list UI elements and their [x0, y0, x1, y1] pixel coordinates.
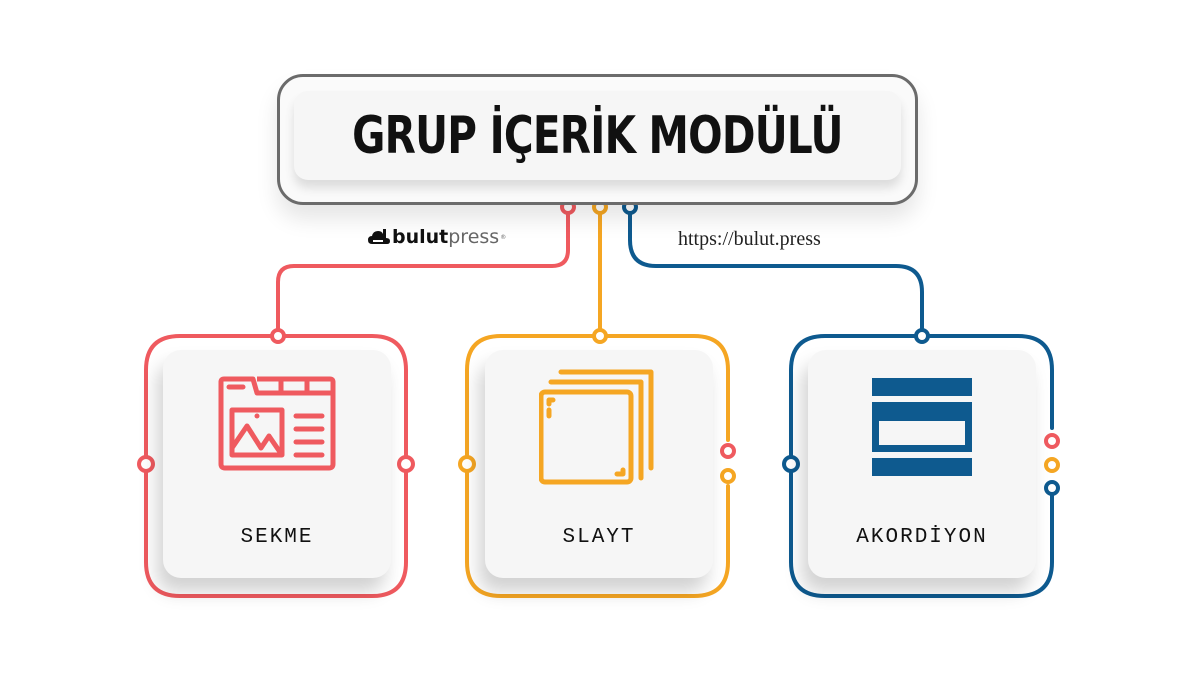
cloud-icon — [368, 229, 390, 244]
module-card-slayt: SLAYT — [485, 350, 713, 578]
stacked-slides-icon — [539, 369, 654, 485]
page-title: GRUP İÇERİK MODÜLÜ — [352, 105, 843, 166]
brand-name-light: press — [448, 226, 500, 248]
module-label-akordiyon: AKORDİYON — [856, 526, 988, 549]
brand-name-bold: bulut — [392, 226, 449, 248]
module-label-sekme: SEKME — [240, 526, 314, 549]
title-inner: GRUP İÇERİK MODÜLÜ — [294, 91, 901, 180]
registered-mark: ® — [500, 233, 507, 241]
accordion-icon — [872, 378, 972, 476]
title-box: GRUP İÇERİK MODÜLÜ — [277, 74, 918, 205]
module-card-akordiyon: AKORDİYON — [808, 350, 1036, 578]
module-card-sekme: SEKME — [163, 350, 391, 578]
module-label-slayt: SLAYT — [562, 526, 636, 549]
browser-tab-image-icon — [218, 376, 336, 471]
website-url[interactable]: https://bulut.press — [678, 228, 821, 250]
